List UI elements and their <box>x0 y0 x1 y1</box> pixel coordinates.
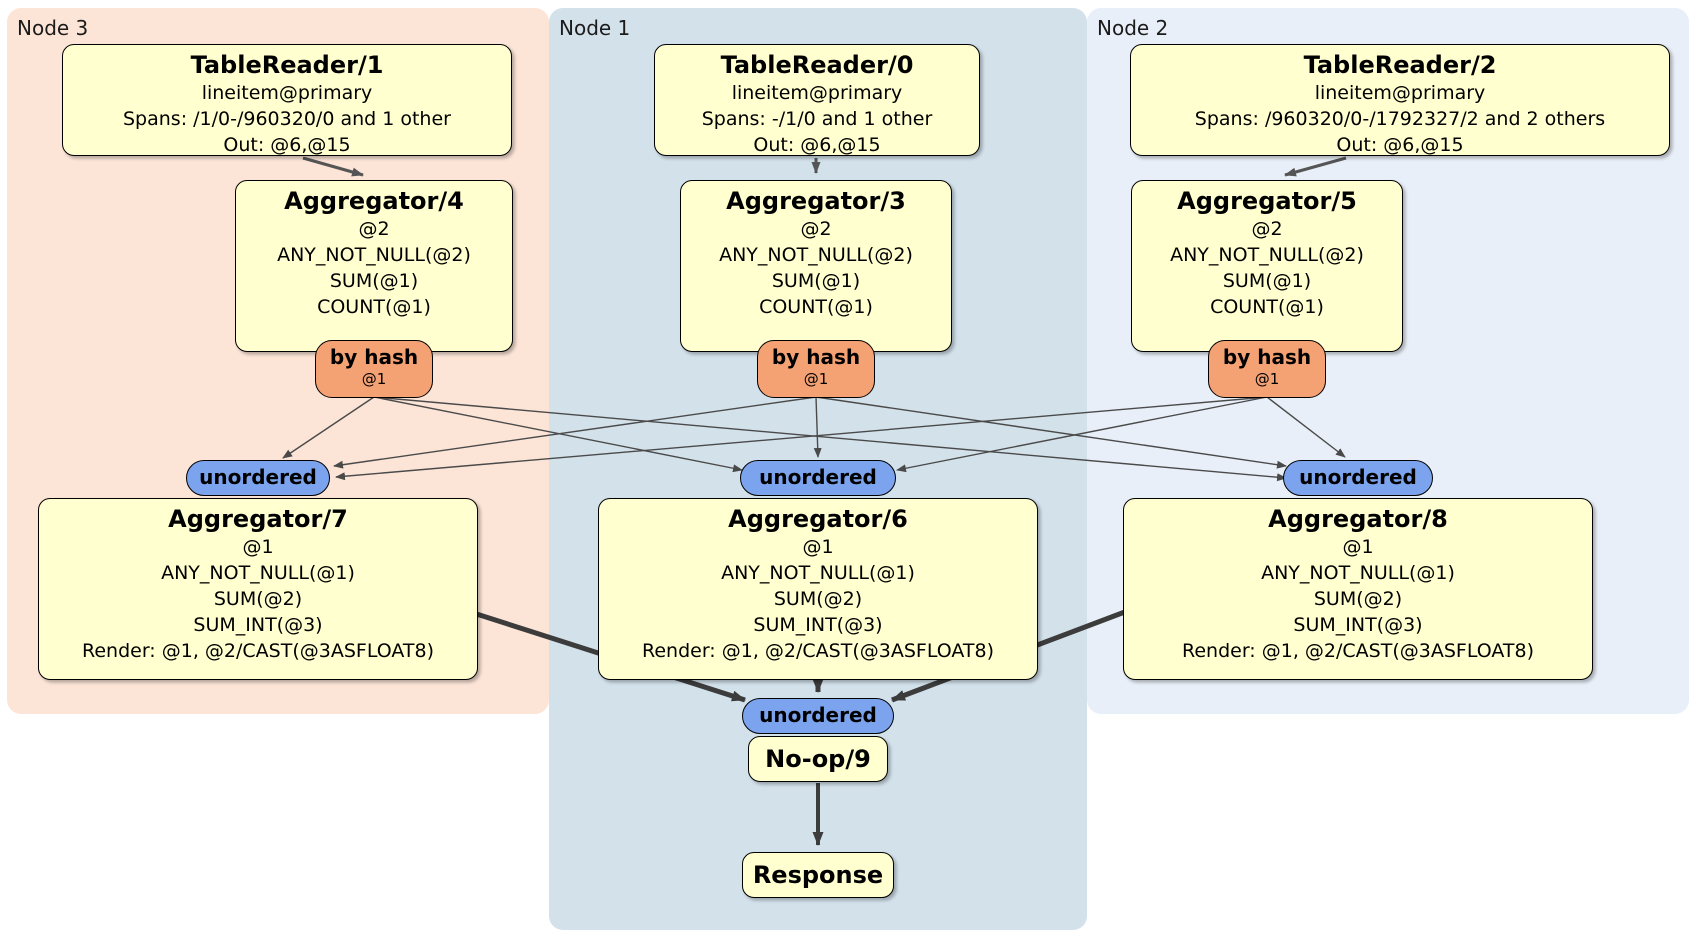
aggregator7-title: Aggregator/7 <box>168 505 348 533</box>
aggregator8-fn2: SUM(@2) <box>1313 588 1403 610</box>
edge-r5-s8 <box>1266 396 1346 458</box>
tablereader1-index: lineitem@primary <box>201 82 373 104</box>
aggregator6-render: Render: @1, @2/CAST(@3ASFLOAT8) <box>642 640 994 662</box>
aggregator6-group: @1 <box>802 536 834 558</box>
by-hash-router-node3: by hash @1 <box>315 340 433 398</box>
edge-r3-s8 <box>815 396 1287 469</box>
aggregator4-box: Aggregator/4 @2 ANY_NOT_NULL(@2) SUM(@1)… <box>235 180 513 352</box>
aggregator7-fn2: SUM(@2) <box>213 588 303 610</box>
aggregator6-box: Aggregator/6 @1 ANY_NOT_NULL(@1) SUM(@2)… <box>598 498 1038 680</box>
noop-title: No-op/9 <box>765 745 871 773</box>
tablereader2-index: lineitem@primary <box>1314 82 1486 104</box>
aggregator8-group: @1 <box>1342 536 1374 558</box>
edge-tr1-ag4 <box>302 156 364 177</box>
response-box: Response <box>742 852 894 898</box>
aggregator8-box: Aggregator/8 @1 ANY_NOT_NULL(@1) SUM(@2)… <box>1123 498 1593 680</box>
aggregator6-fn2: SUM(@2) <box>773 588 863 610</box>
edge-r3-s7 <box>333 396 817 469</box>
aggregator7-group: @1 <box>242 536 274 558</box>
by-hash-columns: @1 <box>803 370 829 388</box>
aggregator3-box: Aggregator/3 @2 ANY_NOT_NULL(@2) SUM(@1)… <box>680 180 952 352</box>
aggregator8-fn3: SUM_INT(@3) <box>1293 614 1423 636</box>
aggregator4-title: Aggregator/4 <box>284 187 464 215</box>
by-hash-label: by hash <box>1222 345 1312 369</box>
aggregator5-fn2: SUM(@1) <box>1222 270 1312 292</box>
edge-r4-s8 <box>373 396 1287 482</box>
by-hash-router-node1: by hash @1 <box>757 340 875 398</box>
tablereader2-spans: Spans: /960320/0-/1792327/2 and 2 others <box>1194 108 1606 130</box>
aggregator3-fn1: ANY_NOT_NULL(@2) <box>719 244 913 266</box>
by-hash-columns: @1 <box>1254 370 1280 388</box>
aggregator5-fn3: COUNT(@1) <box>1210 296 1324 318</box>
tablereader1-box: TableReader/1 lineitem@primary Spans: /1… <box>62 44 512 156</box>
tablereader0-title: TableReader/0 <box>720 51 914 79</box>
tablereader0-box: TableReader/0 lineitem@primary Spans: -/… <box>654 44 980 156</box>
noop-box: No-op/9 <box>748 736 888 782</box>
aggregator3-fn2: SUM(@1) <box>771 270 861 292</box>
aggregator4-fn2: SUM(@1) <box>329 270 419 292</box>
edge-r3-s6 <box>813 396 822 458</box>
tablereader1-title: TableReader/1 <box>190 51 384 79</box>
edge-tr2-ag5 <box>1284 156 1347 177</box>
aggregator4-fn3: COUNT(@1) <box>317 296 431 318</box>
aggregator7-fn1: ANY_NOT_NULL(@1) <box>161 562 355 584</box>
by-hash-router-node2: by hash @1 <box>1208 340 1326 398</box>
tablereader2-box: TableReader/2 lineitem@primary Spans: /9… <box>1130 44 1670 156</box>
aggregator6-fn1: ANY_NOT_NULL(@1) <box>721 562 915 584</box>
response-title: Response <box>752 861 884 889</box>
aggregator6-fn3: SUM_INT(@3) <box>753 614 883 636</box>
aggregator8-render: Render: @1, @2/CAST(@3ASFLOAT8) <box>1182 640 1534 662</box>
aggregator8-fn1: ANY_NOT_NULL(@1) <box>1261 562 1455 584</box>
tablereader2-out: Out: @6,@15 <box>1336 134 1464 156</box>
aggregator6-title: Aggregator/6 <box>728 505 908 533</box>
tablereader0-index: lineitem@primary <box>731 82 903 104</box>
aggregator3-group: @2 <box>800 218 832 240</box>
unordered-sync-node3: unordered <box>186 460 330 496</box>
aggregator3-title: Aggregator/3 <box>726 187 906 215</box>
tablereader0-out: Out: @6,@15 <box>753 134 881 156</box>
aggregator7-fn3: SUM_INT(@3) <box>193 614 323 636</box>
by-hash-label: by hash <box>771 345 861 369</box>
node2-label: Node 2 <box>1097 16 1169 40</box>
unordered-sync-node1: unordered <box>740 460 896 496</box>
unordered-sync-node2: unordered <box>1283 460 1433 496</box>
tablereader1-spans: Spans: /1/0-/960320/0 and 1 other <box>123 108 451 130</box>
unordered-sync-final: unordered <box>742 698 894 734</box>
aggregator5-title: Aggregator/5 <box>1177 187 1357 215</box>
tablereader0-spans: Spans: -/1/0 and 1 other <box>701 108 933 130</box>
edge-r5-s7 <box>335 396 1268 481</box>
aggregator7-render: Render: @1, @2/CAST(@3ASFLOAT8) <box>82 640 434 662</box>
by-hash-label: by hash <box>329 345 419 369</box>
aggregator5-fn1: ANY_NOT_NULL(@2) <box>1170 244 1364 266</box>
edge-r4-s7 <box>282 396 375 459</box>
aggregator3-fn3: COUNT(@1) <box>759 296 873 318</box>
by-hash-columns: @1 <box>361 370 387 388</box>
aggregator7-box: Aggregator/7 @1 ANY_NOT_NULL(@1) SUM(@2)… <box>38 498 478 680</box>
aggregator5-group: @2 <box>1251 218 1283 240</box>
node1-label: Node 1 <box>559 16 631 40</box>
aggregator4-group: @2 <box>358 218 390 240</box>
aggregator5-box: Aggregator/5 @2 ANY_NOT_NULL(@2) SUM(@1)… <box>1131 180 1403 352</box>
aggregator4-fn1: ANY_NOT_NULL(@2) <box>277 244 471 266</box>
tablereader1-out: Out: @6,@15 <box>223 134 351 156</box>
tablereader2-title: TableReader/2 <box>1303 51 1497 79</box>
edge-r5-s6 <box>896 396 1268 473</box>
node3-label: Node 3 <box>17 16 89 40</box>
aggregator8-title: Aggregator/8 <box>1268 505 1448 533</box>
